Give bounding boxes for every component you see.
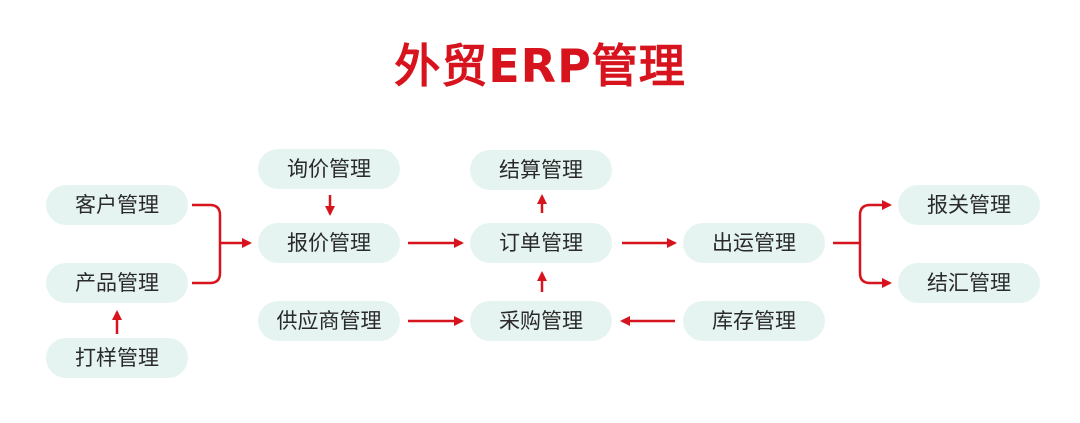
node-shipment[interactable]: 出运管理 bbox=[683, 223, 825, 263]
node-order[interactable]: 订单管理 bbox=[470, 223, 612, 263]
node-customer[interactable]: 客户管理 bbox=[46, 185, 188, 225]
node-inquiry[interactable]: 询价管理 bbox=[258, 149, 400, 189]
node-quote[interactable]: 报价管理 bbox=[258, 223, 400, 263]
arrow-shipment-to-customs bbox=[858, 200, 892, 243]
arrow-shipment-to-forex bbox=[858, 243, 892, 288]
node-customs[interactable]: 报关管理 bbox=[898, 185, 1040, 225]
diagram-title: 外贸ERP管理 bbox=[394, 39, 686, 93]
node-purchase[interactable]: 采购管理 bbox=[470, 301, 612, 341]
node-inventory[interactable]: 库存管理 bbox=[683, 301, 825, 341]
node-settlement[interactable]: 结算管理 bbox=[470, 150, 612, 190]
node-supplier[interactable]: 供应商管理 bbox=[258, 301, 400, 341]
node-product[interactable]: 产品管理 bbox=[46, 263, 188, 303]
node-sample[interactable]: 打样管理 bbox=[46, 338, 188, 378]
arrow-customer-product-to-quote bbox=[192, 203, 222, 285]
node-forex[interactable]: 结汇管理 bbox=[898, 263, 1040, 303]
